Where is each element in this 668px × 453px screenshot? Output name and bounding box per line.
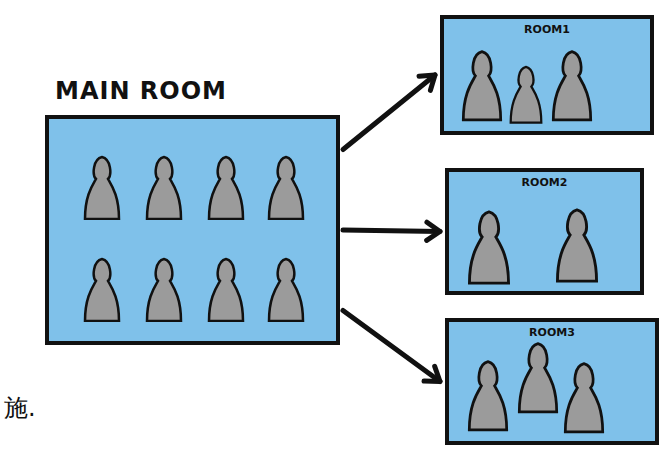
arrow-connector xyxy=(343,222,440,240)
breakout-room-box: ROOM2 xyxy=(445,168,644,295)
room-label: ROOM2 xyxy=(449,176,640,189)
room-label: ROOM1 xyxy=(444,23,650,36)
breakout-room-box: ROOM1 xyxy=(440,15,654,135)
arrow-connector xyxy=(343,75,435,150)
main-room-box: MAIN ROOM xyxy=(45,115,340,345)
text-fragment: 施. xyxy=(4,392,36,424)
room-heading: MAIN ROOM xyxy=(55,77,227,105)
arrow-connector xyxy=(343,311,440,382)
breakout-room-box: ROOM3 xyxy=(445,318,659,445)
room-label: ROOM3 xyxy=(449,326,655,339)
